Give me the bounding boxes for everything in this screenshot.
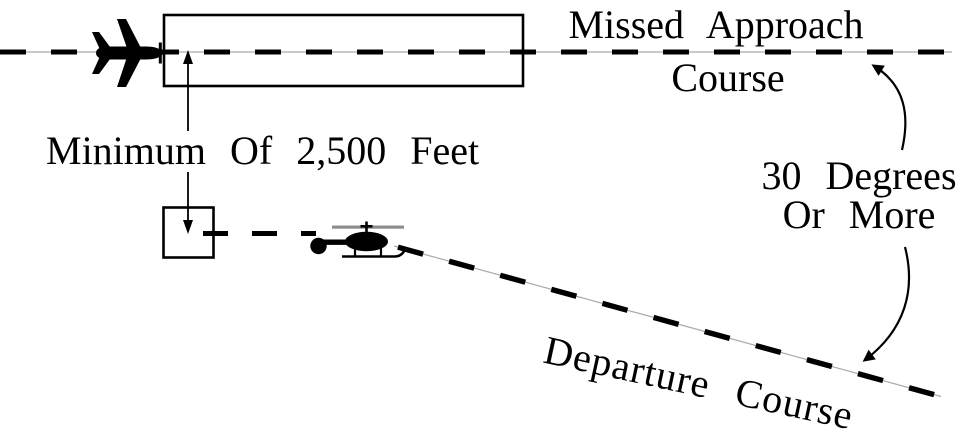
angle-arrow-to-departure xyxy=(862,246,911,362)
runway-outline xyxy=(162,13,525,88)
angle-arrow-to-missed-approach xyxy=(871,64,907,151)
angle-label-line1: 30 Degrees xyxy=(761,153,957,198)
missed-approach-label-line2: Course xyxy=(671,55,785,100)
minimum-distance-label: Minimum Of 2,500 Feet xyxy=(46,128,480,173)
angle-label-line2: Or More xyxy=(782,192,936,237)
separation-arrow xyxy=(183,50,193,234)
helicopter-icon xyxy=(310,221,406,258)
airplane-icon xyxy=(92,19,164,87)
departure-course-line xyxy=(393,244,942,400)
missed-approach-label-line1: Missed Approach xyxy=(568,2,864,47)
